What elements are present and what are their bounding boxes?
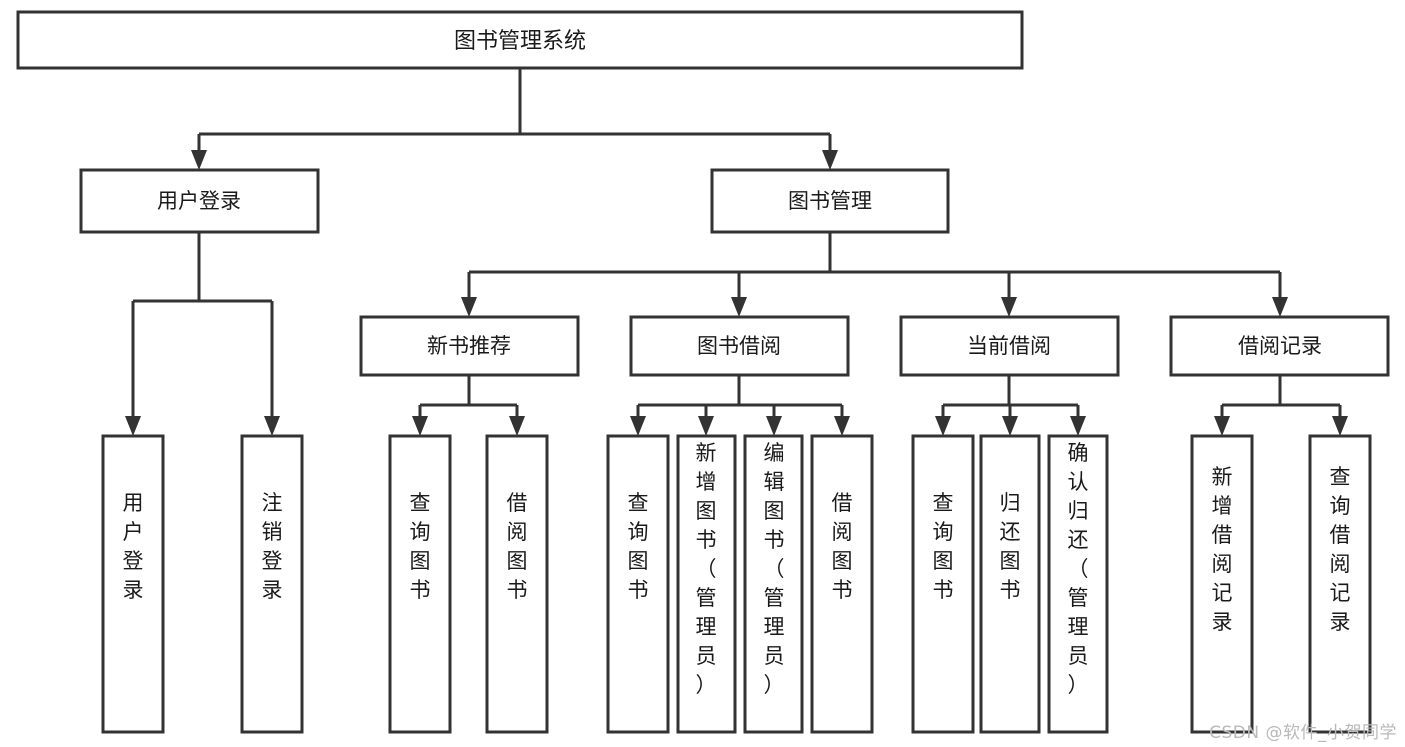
leaf-node-bb-borrow-book[interactable]: 借阅图书 (810, 434, 874, 734)
node-current-borrow-label: 当前借阅 (967, 334, 1051, 358)
leaf-label: 新增图书（管理员） (696, 441, 717, 697)
leaf-node-bb-query-book[interactable]: 查询图书 (606, 434, 670, 734)
leaf-box[interactable] (911, 434, 975, 734)
leaf-label: 注销登录 (262, 491, 283, 602)
node-book-borrow-label: 图书借阅 (697, 334, 781, 358)
arrow-head-bb-leaf-2 (766, 416, 782, 436)
leaf-node-bb-edit-book-admin[interactable]: 编辑图书（管理员） (743, 434, 804, 734)
leaf-label: 新增借阅记录 (1212, 465, 1233, 634)
leaf-box[interactable] (388, 434, 452, 734)
leaf-box[interactable] (240, 434, 304, 734)
node-book-borrow[interactable]: 图书借阅 (629, 315, 850, 377)
leaf-box[interactable] (810, 434, 874, 734)
arrow-head-cb-leaf-1 (1002, 416, 1018, 436)
arrow-head-book-borrow (731, 297, 747, 317)
arrow-head-cb-leaf-2 (1070, 416, 1086, 436)
arrow-head-br-leaf-1 (1332, 416, 1348, 436)
arrow-head-br-leaf-0 (1214, 416, 1230, 436)
leaf-box[interactable] (1308, 434, 1372, 734)
leaf-node-user-logout[interactable]: 注销登录 (240, 434, 304, 734)
leaf-node-br-query-record[interactable]: 查询借阅记录 (1308, 434, 1372, 734)
node-user-login-box[interactable] (79, 168, 320, 234)
arrow-head-bb-leaf-0 (630, 416, 646, 436)
leaf-label: 借阅图书 (507, 491, 528, 602)
node-borrow-record-label: 借阅记录 (1238, 334, 1322, 358)
leaf-label: 确认归还（管理员） (1068, 441, 1089, 697)
leaf-node-user-login-login[interactable]: 用户登录 (101, 434, 165, 734)
node-book-management-label: 图书管理 (788, 189, 872, 213)
leaf-box[interactable] (485, 434, 549, 734)
arrow-head-ul-leaf-0 (125, 416, 141, 436)
leaf-node-br-add-record[interactable]: 新增借阅记录 (1190, 434, 1254, 734)
node-new-book-recommend-box[interactable] (359, 315, 580, 377)
leaf-node-bb-add-book-admin[interactable]: 新增图书（管理员） (676, 434, 737, 734)
arrow-head-nb-leaf-0 (412, 416, 428, 436)
node-new-book-recommend[interactable]: 新书推荐 (359, 315, 580, 377)
arrow-head-bb-leaf-3 (834, 416, 850, 436)
leaf-node-cb-confirm-return-admin[interactable]: 确认归还（管理员） (1047, 434, 1109, 734)
arrow-head-user-login (191, 150, 207, 170)
arrow-head-book-manage (822, 150, 838, 170)
leaf-label: 查询图书 (628, 491, 649, 602)
leaf-node-cb-return-book[interactable]: 归还图书 (979, 434, 1041, 734)
node-user-login-label: 用户登录 (157, 189, 241, 213)
arrow-head-bb-leaf-1 (698, 416, 714, 436)
node-root-box[interactable] (16, 10, 1024, 70)
connector-group (125, 68, 1348, 436)
node-user-login[interactable]: 用户登录 (79, 168, 320, 234)
leaf-box[interactable] (743, 434, 804, 734)
node-root-label: 图书管理系统 (454, 29, 586, 54)
node-book-borrow-box[interactable] (629, 315, 850, 377)
leaf-label: 编辑图书（管理员） (764, 441, 785, 697)
leaf-box[interactable] (676, 434, 737, 734)
node-current-borrow[interactable]: 当前借阅 (899, 315, 1120, 377)
leaf-label: 归还图书 (1000, 491, 1021, 602)
arrow-head-borrow-record (1272, 297, 1288, 317)
leaf-node-nb-borrow-book[interactable]: 借阅图书 (485, 434, 549, 734)
arrow-head-ul-leaf-1 (264, 416, 280, 436)
leaf-box[interactable] (979, 434, 1041, 734)
node-book-management-box[interactable] (710, 168, 950, 234)
node-root-system[interactable]: 图书管理系统 (16, 10, 1024, 70)
arrow-head-current-borrow (1001, 297, 1017, 317)
arrow-head-cb-leaf-0 (935, 416, 951, 436)
node-borrow-record[interactable]: 借阅记录 (1169, 315, 1390, 377)
node-borrow-record-box[interactable] (1169, 315, 1390, 377)
leaf-label: 用户登录 (123, 491, 144, 602)
leaf-label: 借阅图书 (832, 491, 853, 602)
csdn-watermark: CSDN @软件_小贺同学 (1209, 723, 1397, 743)
leaf-node-cb-query-book[interactable]: 查询图书 (911, 434, 975, 734)
leaf-box[interactable] (101, 434, 165, 734)
node-current-borrow-box[interactable] (899, 315, 1120, 377)
leaf-node-nb-query-book[interactable]: 查询图书 (388, 434, 452, 734)
arrow-head-new-book (461, 297, 477, 317)
leaf-label: 查询图书 (933, 491, 954, 602)
leaf-box[interactable] (1047, 434, 1109, 734)
leaf-label: 查询借阅记录 (1330, 465, 1351, 634)
node-new-book-recommend-label: 新书推荐 (427, 334, 511, 358)
leaf-box[interactable] (606, 434, 670, 734)
leaf-box[interactable] (1190, 434, 1254, 734)
node-book-management[interactable]: 图书管理 (710, 168, 950, 234)
leaf-label: 查询图书 (410, 491, 431, 602)
arrow-head-nb-leaf-1 (509, 416, 525, 436)
